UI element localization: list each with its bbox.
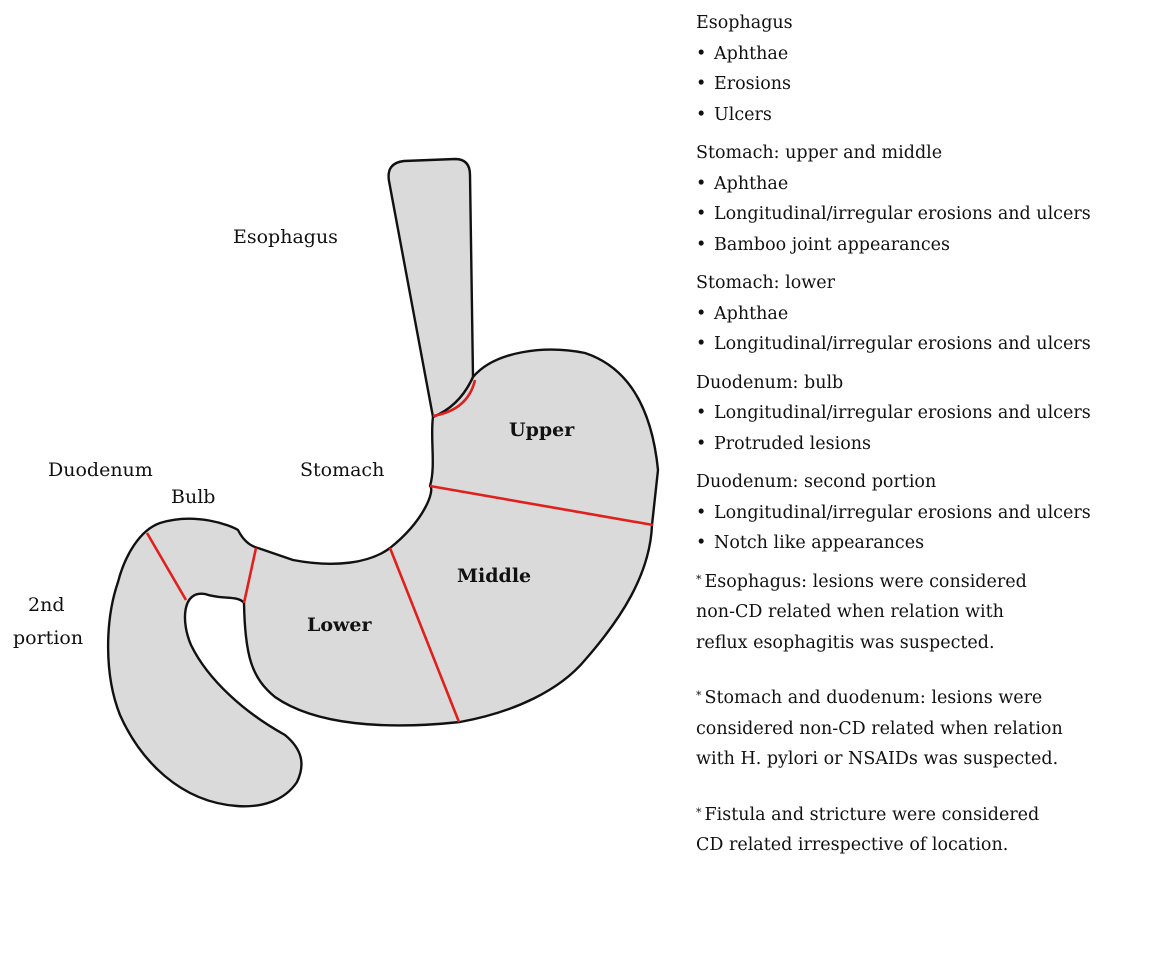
bullet: • xyxy=(696,498,714,529)
bullet: • xyxy=(696,169,714,200)
legend-item-text: Erosions xyxy=(714,74,791,94)
bullet: • xyxy=(696,199,714,230)
legend-item: •Bamboo joint appearances xyxy=(696,230,1161,261)
legend-section-duodenum-bulb: Duodenum: bulb •Longitudinal/irregular e… xyxy=(696,368,1161,460)
legend-section-title: Duodenum: bulb xyxy=(696,368,1161,399)
bullet: • xyxy=(696,329,714,360)
legend-item: •Longitudinal/irregular erosions and ulc… xyxy=(696,199,1161,230)
legend-item: •Erosions xyxy=(696,69,1161,100)
findings-legend: Esophagus •Aphthae •Erosions •Ulcers Sto… xyxy=(696,8,1161,886)
legend-item-text: Aphthae xyxy=(714,44,788,64)
legend-item: •Protruded lesions xyxy=(696,429,1161,460)
legend-section-stomach-lower: Stomach: lower •Aphthae •Longitudinal/ir… xyxy=(696,268,1161,360)
legend-item: •Longitudinal/irregular erosions and ulc… xyxy=(696,498,1161,529)
legend-section-title: Stomach: lower xyxy=(696,268,1161,299)
legend-section-title: Stomach: upper and middle xyxy=(696,138,1161,169)
asterisk-marker: * xyxy=(696,806,702,819)
footnotes: *Esophagus: lesions were considered non-… xyxy=(696,567,1161,861)
bullet: • xyxy=(696,230,714,261)
bullet: • xyxy=(696,398,714,429)
duodenum-label: Duodenum xyxy=(48,459,153,481)
footnote-line: non-CD related when relation with xyxy=(696,597,1161,628)
legend-item: •Longitudinal/irregular erosions and ulc… xyxy=(696,329,1161,360)
legend-item: •Longitudinal/irregular erosions and ulc… xyxy=(696,398,1161,429)
legend-section-title: Esophagus xyxy=(696,8,1161,39)
stomach-label: Stomach xyxy=(300,459,384,481)
footnote-line: with H. pylori or NSAIDs was suspected. xyxy=(696,744,1161,775)
legend-item: •Notch like appearances xyxy=(696,528,1161,559)
legend-item-text: Protruded lesions xyxy=(714,434,871,454)
bullet: • xyxy=(696,299,714,330)
legend-section-stomach-upper-middle: Stomach: upper and middle •Aphthae •Long… xyxy=(696,138,1161,260)
footnote: *Stomach and duodenum: lesions were cons… xyxy=(696,683,1161,775)
bullet: • xyxy=(696,528,714,559)
legend-section-duodenum-second-portion: Duodenum: second portion •Longitudinal/i… xyxy=(696,467,1161,559)
lower-region-label: Lower xyxy=(307,614,372,636)
legend-item-text: Notch like appearances xyxy=(714,533,924,553)
bullet: • xyxy=(696,429,714,460)
footnote-line: reflux esophagitis was suspected. xyxy=(696,628,1161,659)
legend-item-text: Aphthae xyxy=(714,304,788,324)
upper-region-label: Upper xyxy=(509,419,575,441)
legend-item: •Aphthae xyxy=(696,39,1161,70)
legend-item: •Aphthae xyxy=(696,169,1161,200)
footnote-text: Stomach and duodenum: lesions were xyxy=(705,688,1043,708)
stomach-duodenum-shape xyxy=(108,350,658,807)
asterisk-marker: * xyxy=(696,689,702,702)
legend-section-title: Duodenum: second portion xyxy=(696,467,1161,498)
legend-item: •Ulcers xyxy=(696,100,1161,131)
legend-item: •Aphthae xyxy=(696,299,1161,330)
esophagus-shape xyxy=(389,159,473,417)
bullet: • xyxy=(696,69,714,100)
middle-region-label: Middle xyxy=(457,565,531,587)
footnote-text: Fistula and stricture were considered xyxy=(705,805,1040,825)
asterisk-marker: * xyxy=(696,573,702,586)
legend-item-text: Longitudinal/irregular erosions and ulce… xyxy=(714,334,1091,354)
legend-item-text: Bamboo joint appearances xyxy=(714,235,950,255)
legend-item-text: Longitudinal/irregular erosions and ulce… xyxy=(714,204,1091,224)
legend-item-text: Longitudinal/irregular erosions and ulce… xyxy=(714,503,1091,523)
footnote-line: *Fistula and stricture were considered xyxy=(696,800,1161,831)
footnote-line: considered non-CD related when relation xyxy=(696,714,1161,745)
second-portion-label-line2: portion xyxy=(13,627,83,649)
footnote-text: Esophagus: lesions were considered xyxy=(705,572,1027,592)
legend-item-text: Aphthae xyxy=(714,174,788,194)
second-portion-label-line1: 2nd xyxy=(28,594,65,616)
legend-section-esophagus: Esophagus •Aphthae •Erosions •Ulcers xyxy=(696,8,1161,130)
footnote-line: *Esophagus: lesions were considered xyxy=(696,567,1161,598)
legend-item-text: Longitudinal/irregular erosions and ulce… xyxy=(714,403,1091,423)
bullet: • xyxy=(696,100,714,131)
bulb-label: Bulb xyxy=(171,486,215,508)
footnote-line: *Stomach and duodenum: lesions were xyxy=(696,683,1161,714)
footnote: *Fistula and stricture were considered C… xyxy=(696,800,1161,861)
legend-item-text: Ulcers xyxy=(714,105,772,125)
esophagus-label: Esophagus xyxy=(233,226,338,248)
footnote-line: CD related irrespective of location. xyxy=(696,830,1161,861)
bullet: • xyxy=(696,39,714,70)
footnote: *Esophagus: lesions were considered non-… xyxy=(696,567,1161,659)
